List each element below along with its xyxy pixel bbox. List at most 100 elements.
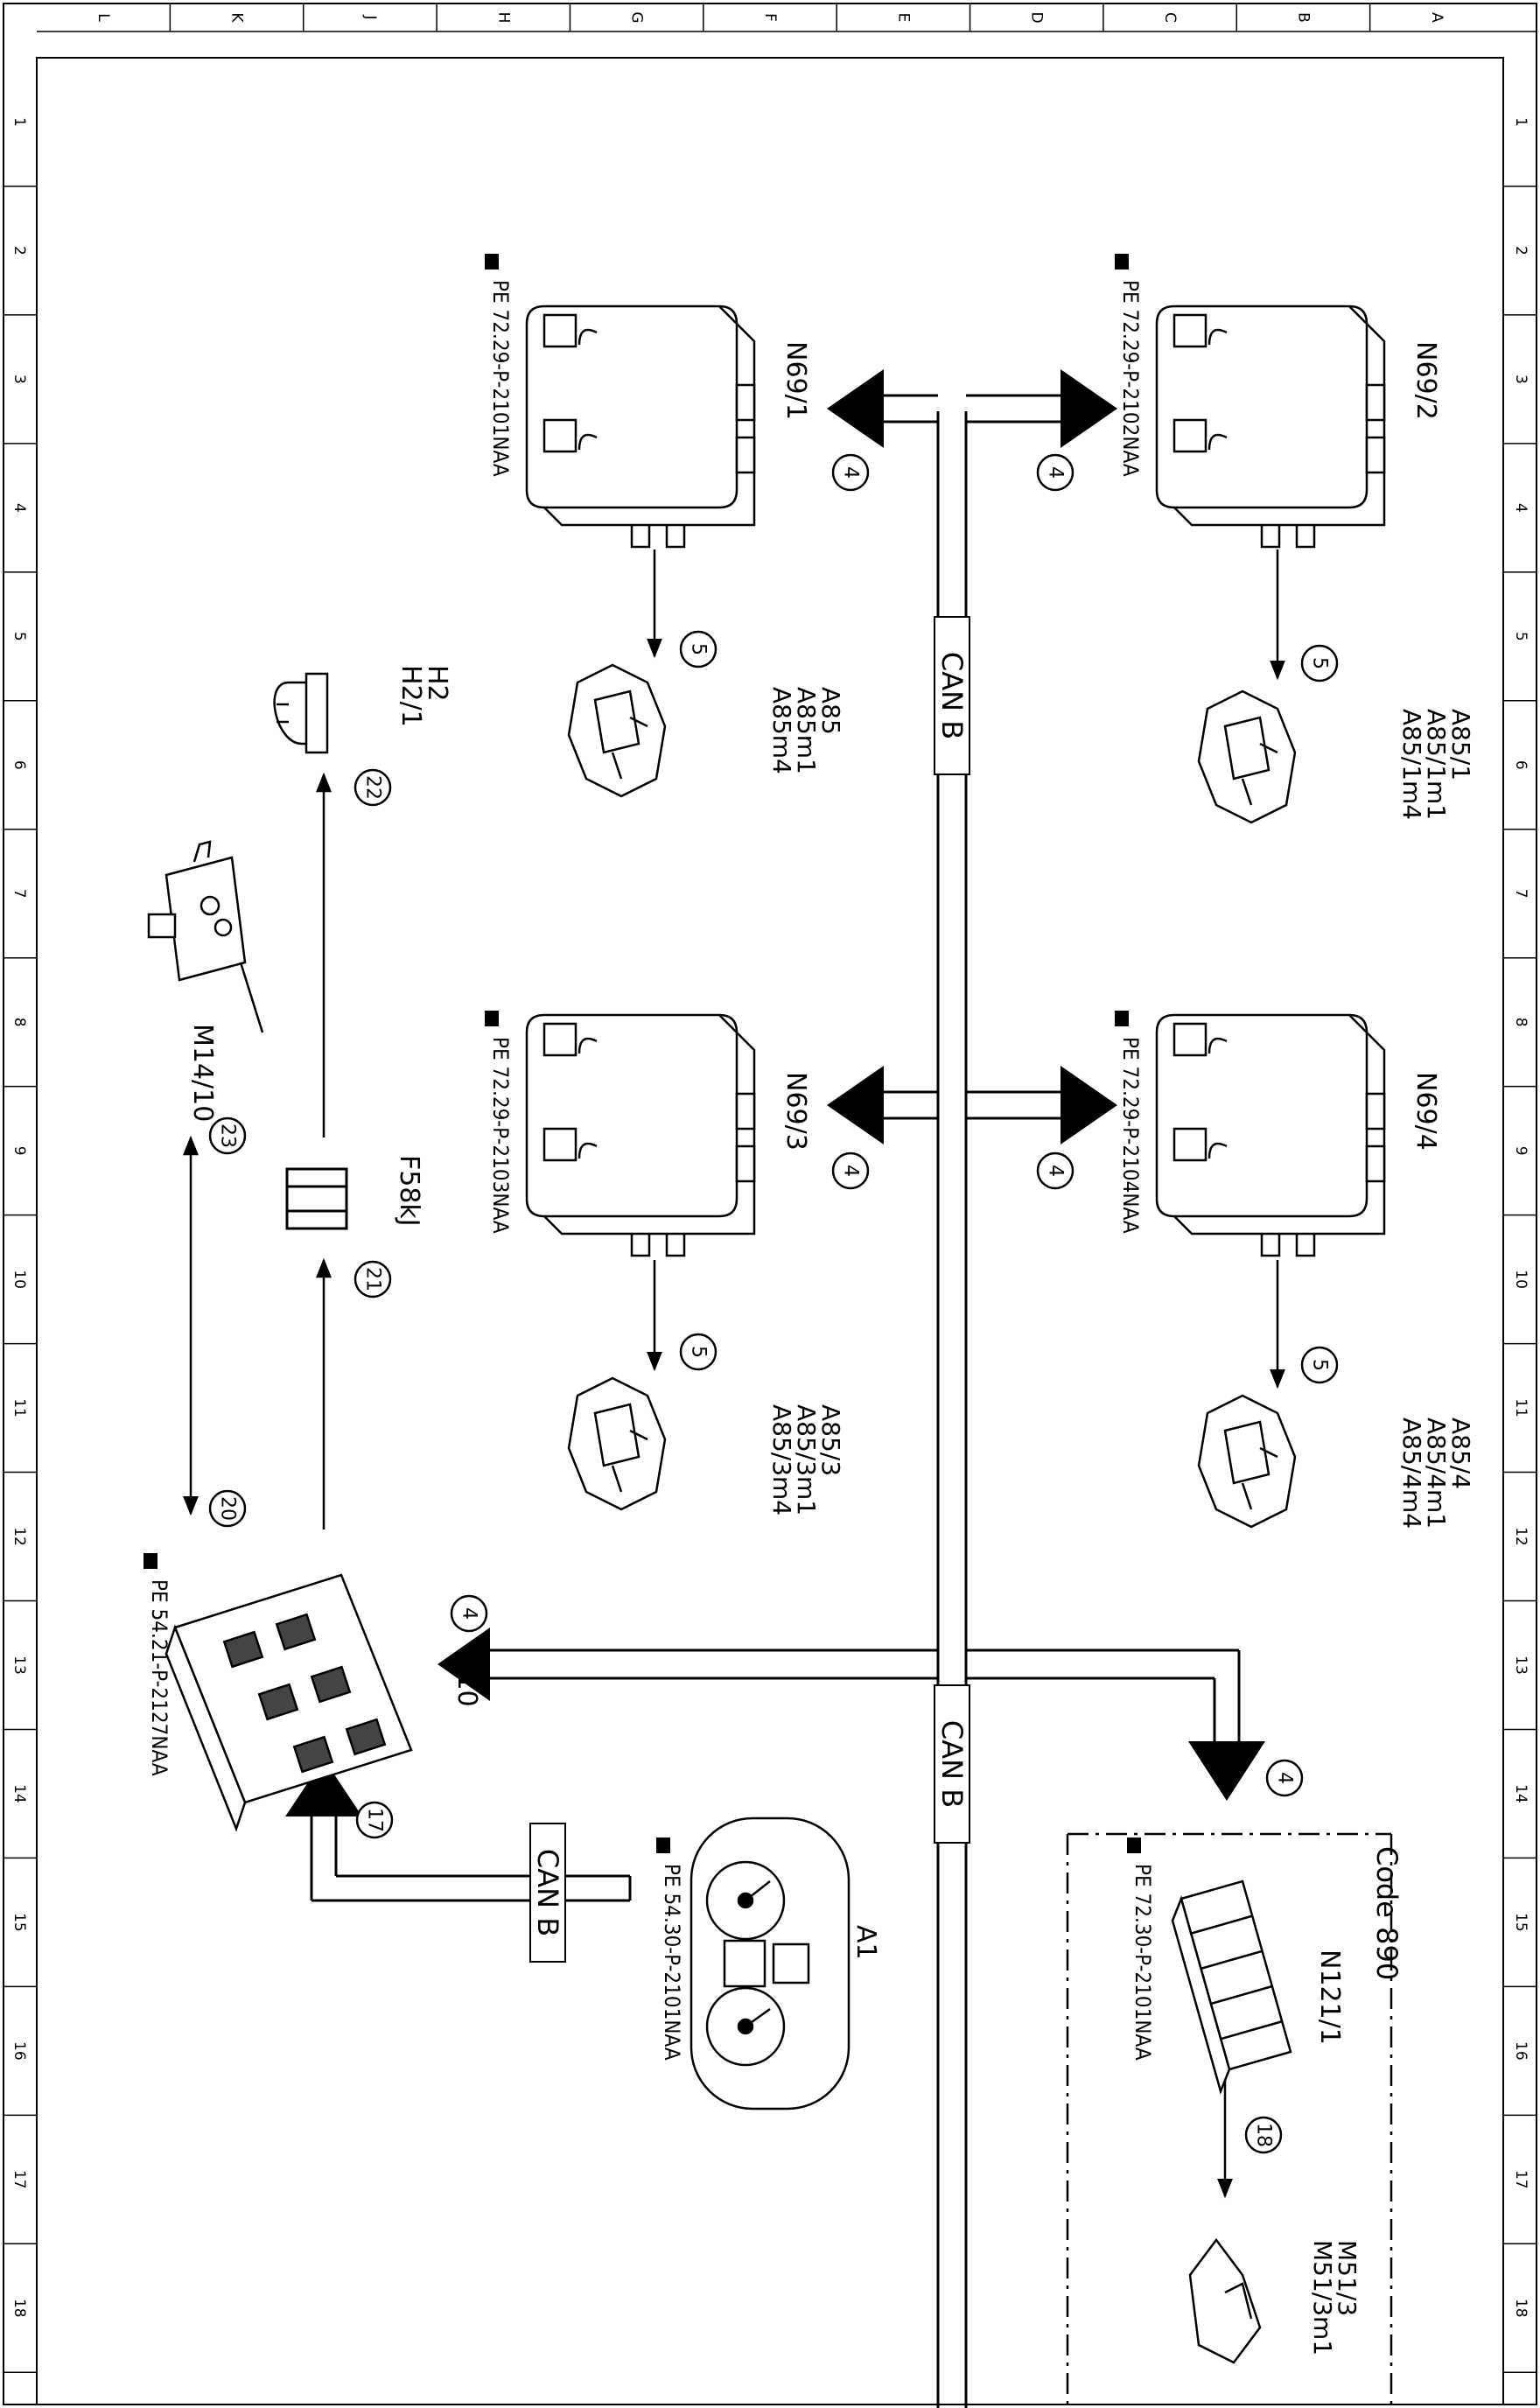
grid-row-label: 3 — [10, 374, 28, 384]
hand-pointer-icon — [1115, 254, 1129, 270]
h2-label-line: H2 — [422, 665, 452, 702]
callout-5: 5 — [1300, 644, 1339, 682]
callout-4: 4 — [450, 1594, 488, 1633]
a1-reference: PE 54.30-P-2101NAA — [656, 1838, 684, 2061]
callout-number: 4 — [840, 1165, 862, 1177]
a1-instrument-cluster-icon — [690, 1816, 850, 2110]
arrow-to-n69-4 — [1060, 1066, 1117, 1144]
hand-pointer-icon — [144, 1553, 158, 1569]
callout-number: 5 — [688, 1346, 710, 1358]
a85-label-line: A85 — [816, 687, 845, 735]
callout-number: 20 — [217, 1496, 239, 1521]
callout-4: 4 — [1036, 453, 1074, 492]
grid-row-label: 13 — [1512, 1656, 1530, 1675]
n10-label-line: N10 — [452, 1654, 482, 1707]
a85-3-label-line: A85/3m1 — [792, 1404, 821, 1516]
a85-1-label-line: A85/1 — [1446, 709, 1475, 780]
grid-column-label: F — [761, 13, 779, 22]
callout-4: 4 — [831, 1152, 870, 1190]
n69-4-label-line: N69/4 — [1410, 1072, 1441, 1151]
can-b-text: CAN B — [935, 652, 969, 739]
reference-text: PE 72.29-P-2104NAA — [1118, 1037, 1143, 1234]
callout-number: 4 — [840, 466, 862, 479]
n69-4-module — [1155, 1013, 1386, 1257]
grid-row-label: 6 — [10, 760, 28, 770]
hand-pointer-icon — [656, 1838, 670, 1853]
a85-3-label-line: A85/3m4 — [767, 1404, 796, 1516]
control-modules — [525, 304, 1386, 1257]
grid-ticks — [4, 4, 1536, 2374]
arrow-to-n69-2 — [1060, 369, 1117, 448]
f58kj-label-line: F58kJ — [394, 1155, 424, 1227]
callout-4: 4 — [1036, 1152, 1074, 1190]
grid-row-label: 16 — [10, 2041, 28, 2061]
grid-column-label: J — [361, 14, 379, 19]
a1-label-line: A1 — [850, 1925, 881, 1960]
n69-4-reference: PE 72.29-P-2104NAA — [1115, 1011, 1143, 1234]
grid-row-label: 1 — [10, 117, 28, 127]
callout-number: 4 — [458, 1607, 480, 1620]
n69-1-label-line: N69/1 — [780, 341, 811, 420]
grid-row-label: 18 — [1512, 2299, 1530, 2318]
signal-arrows — [183, 550, 1285, 2199]
grid-row-label: 12 — [10, 1527, 28, 1546]
grid-column-label: B — [1294, 12, 1312, 23]
callout-17: 17 — [355, 1801, 394, 1839]
code-890-box: Code 890 — [1066, 1832, 1404, 2408]
callout-number: 17 — [364, 1808, 386, 1832]
callout-number: 5 — [1309, 657, 1331, 669]
callout-number: 18 — [1253, 2123, 1275, 2147]
n10-reference: PE 54.21-P-2127NAA — [144, 1553, 172, 1776]
component-labels: N69/2 PE 72.29-P-2102NAA A85/1A85/1m1A85/1… — [144, 254, 1475, 2356]
grid-column-label: H — [494, 12, 512, 24]
a85-4-label-line: A85/4m1 — [1422, 1418, 1451, 1529]
grid-row-label: 2 — [1512, 246, 1530, 256]
grid-column-label: K — [228, 12, 246, 23]
n121-1-label-line: N121/1 — [1314, 1950, 1345, 2045]
grid-column-label: L — [94, 13, 112, 22]
reference-text: PE 72.29-P-2101NAA — [488, 280, 513, 477]
grid-row-label: 6 — [1512, 760, 1530, 770]
n69-1-module — [525, 304, 756, 549]
a85-4-label-line: A85/4m4 — [1397, 1418, 1426, 1529]
n69-4-label: N69/4 — [1410, 1072, 1441, 1151]
n121-1-reference: PE 72.30-P-2101NAA — [1127, 1838, 1155, 2061]
callout-5: 5 — [679, 1333, 718, 1371]
a85-label-line: A85m1 — [792, 687, 821, 774]
h2-horn-icon — [273, 672, 329, 754]
grid-row-label: 1 — [1512, 117, 1530, 127]
grid-row-label: 10 — [1512, 1270, 1530, 1289]
callout-4: 4 — [1265, 1759, 1304, 1797]
grid-row-label: 18 — [10, 2299, 28, 2318]
n69-3-reference: PE 72.29-P-2103NAA — [485, 1011, 513, 1234]
f58kj-label: F58kJ — [394, 1155, 424, 1227]
grid-row-label: 7 — [1512, 889, 1530, 899]
grid-column-label: G — [628, 11, 646, 23]
n69-3-module — [525, 1013, 756, 1257]
grid-row-label: 4 — [10, 503, 28, 513]
f58kj-relay-icon — [285, 1167, 348, 1230]
can-b-text: CAN B — [935, 1720, 969, 1808]
callout-number: 21 — [362, 1267, 384, 1292]
a85-4-label-line: A85/4 — [1446, 1418, 1475, 1489]
n69-2-label: N69/2 — [1410, 341, 1441, 420]
m14-10-motor-icon — [147, 840, 264, 1033]
grid-row-label: 17 — [1512, 2170, 1530, 2189]
arrow-to-n121-1 — [1188, 1741, 1265, 1801]
callout-number: 22 — [362, 775, 384, 800]
reference-text: PE 72.29-P-2102NAA — [1118, 280, 1143, 477]
callout-20: 20 — [208, 1489, 247, 1528]
grid-row-label: 9 — [10, 1146, 28, 1156]
grid-row-label: 11 — [10, 1398, 28, 1418]
n10-label: N10 — [452, 1654, 482, 1707]
n10-module — [164, 1573, 413, 1832]
callout-number: 23 — [217, 1124, 239, 1148]
arrow-to-n69-1 — [827, 369, 884, 448]
actuator-a85-3 — [567, 1376, 667, 1511]
